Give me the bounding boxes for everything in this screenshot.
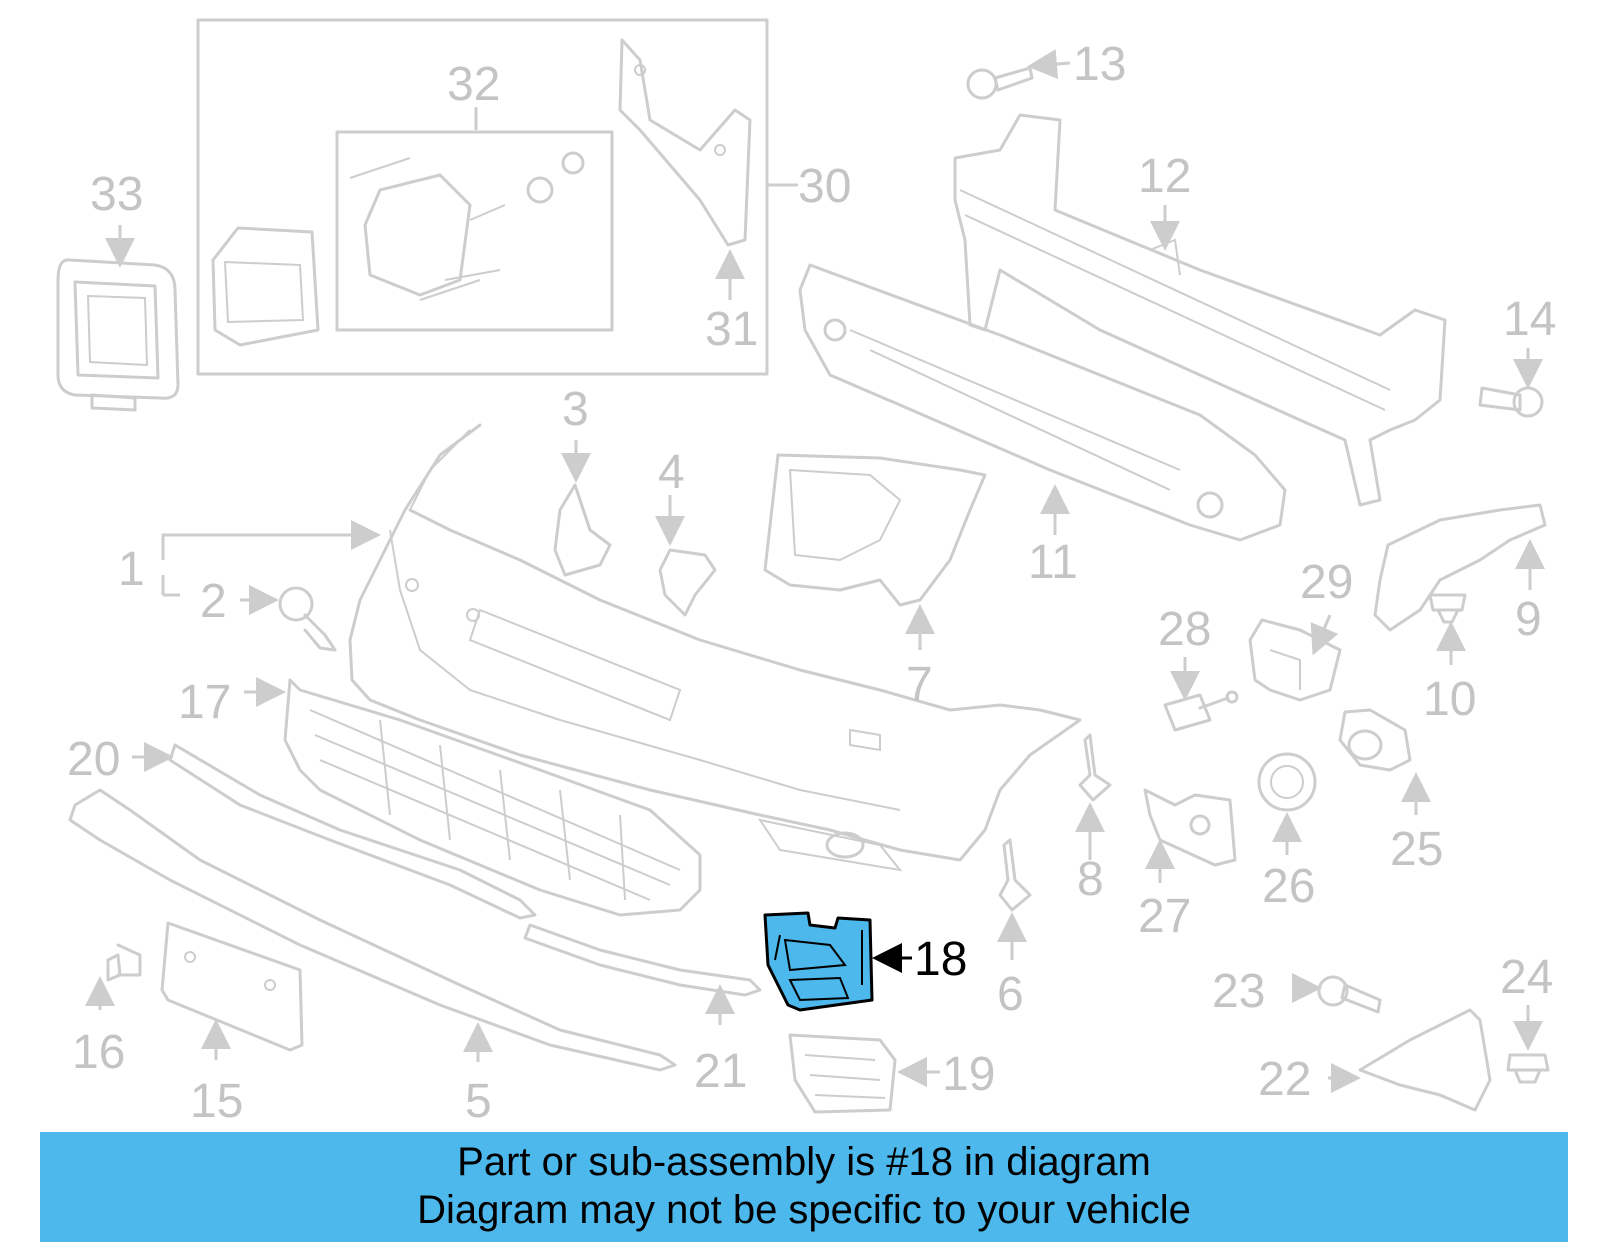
part-13-bolt <box>966 66 1034 100</box>
part-26-grommet <box>1257 752 1317 812</box>
callout-23: 23 <box>1212 965 1265 1018</box>
part-23-bolt <box>1317 975 1382 1014</box>
callout-7: 7 <box>906 658 933 711</box>
part-28-sensor <box>1163 690 1239 732</box>
callout-10: 10 <box>1423 673 1476 726</box>
callout-30: 30 <box>798 160 851 213</box>
callout-8: 8 <box>1077 853 1104 906</box>
callout-32: 32 <box>447 58 500 111</box>
part-19-trim <box>788 1033 897 1114</box>
callout-33: 33 <box>90 168 143 221</box>
callout-27: 27 <box>1138 890 1191 943</box>
callout-2: 2 <box>200 575 227 628</box>
part-9-bracket <box>1373 503 1547 632</box>
part-6-push-pin <box>998 838 1032 912</box>
part-7-bracket <box>763 453 987 607</box>
part-2-tow-cap <box>278 586 337 652</box>
leader-lines <box>85 49 1545 1093</box>
callout-25: 25 <box>1390 823 1443 876</box>
part-21-trim <box>523 923 762 997</box>
callout-19: 19 <box>942 1048 995 1101</box>
callout-1: 1 <box>118 543 145 596</box>
part-27-bracket <box>1143 788 1237 867</box>
callout-29: 29 <box>1300 556 1353 609</box>
callout-22: 22 <box>1258 1053 1311 1106</box>
part-10-clip <box>1428 593 1467 624</box>
banner-line-1: Part or sub-assembly is #18 in diagram <box>457 1140 1151 1184</box>
callout-13: 13 <box>1073 38 1126 91</box>
callout-4: 4 <box>658 446 685 499</box>
callout-14: 14 <box>1503 293 1556 346</box>
part-25-sensor <box>1338 708 1412 772</box>
part-29-bracket <box>1248 618 1342 702</box>
part-33-frame <box>56 258 180 412</box>
callout-15: 15 <box>190 1075 243 1128</box>
part-5-lip <box>68 788 677 1072</box>
callout-28: 28 <box>1158 603 1211 656</box>
info-banner: Part or sub-assembly is #18 in diagram D… <box>40 1132 1568 1242</box>
part-16-clip <box>106 943 142 982</box>
callout-12: 12 <box>1138 150 1191 203</box>
sensor-assembly-box <box>196 18 769 376</box>
part-4-cover <box>658 548 717 617</box>
part-8-push-pin <box>1078 733 1112 802</box>
part-12-bumper-beam <box>953 113 1447 507</box>
part-11-absorber <box>798 263 1287 542</box>
callout-5: 5 <box>465 1075 492 1128</box>
part-24-clip <box>1506 1053 1550 1084</box>
part-20-trim <box>168 743 537 920</box>
part-1-bumper-cover <box>348 423 1082 872</box>
callout-21: 21 <box>694 1045 747 1098</box>
callout-26: 26 <box>1262 860 1315 913</box>
callout-17: 17 <box>178 676 231 729</box>
part-3-cover <box>553 483 612 577</box>
callout-6: 6 <box>997 968 1024 1021</box>
callout-31: 31 <box>705 303 758 356</box>
part-22-bracket <box>1358 1008 1492 1112</box>
callout-labels: 1 2 3 4 5 6 7 8 9 10 11 12 13 14 15 16 1… <box>67 38 1556 1128</box>
callout-24: 24 <box>1500 951 1553 1004</box>
callout-18: 18 <box>914 933 967 986</box>
part-15-plate-bracket <box>160 921 304 1052</box>
callout-20: 20 <box>67 733 120 786</box>
part-17-grille <box>283 678 702 917</box>
banner-line-2: Diagram may not be specific to your vehi… <box>417 1188 1191 1232</box>
callout-3: 3 <box>562 383 589 436</box>
part-14-bolt <box>1478 386 1544 418</box>
callout-11: 11 <box>1028 536 1078 589</box>
callout-9: 9 <box>1515 593 1542 646</box>
part-18-highlighted-bracket <box>763 911 874 1012</box>
callout-16: 16 <box>72 1026 125 1079</box>
